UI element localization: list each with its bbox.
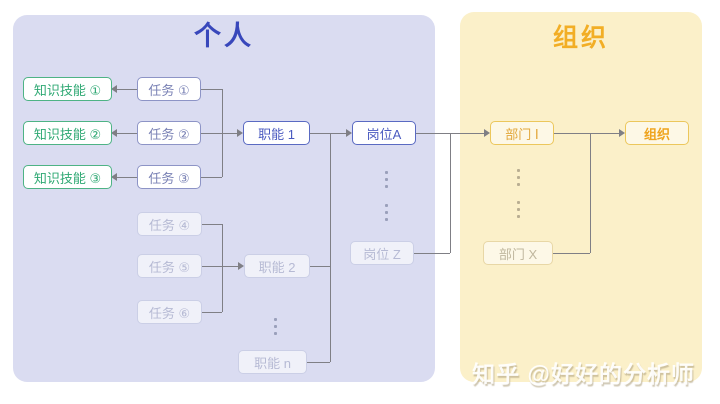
connector-line [330,133,331,362]
connector-line [310,266,330,267]
node-position-a: 岗位A [352,121,416,145]
node-skill-2: 知识技能 ② [23,121,112,145]
vertical-ellipsis-icon [274,318,277,335]
node-function-2: 职能 2 [244,254,310,278]
connector-line [553,253,590,254]
node-task-1: 任务 ① [137,77,201,101]
node-department-1: 部门 Ⅰ [490,121,554,145]
connector-line [414,253,450,254]
node-skill-3: 知识技能 ③ [23,165,112,189]
arrowhead-left-icon [111,173,117,181]
node-department-x: 部门 X [483,241,553,265]
personal-panel [13,15,435,382]
personal-panel-title: 个人 [194,21,254,51]
vertical-ellipsis-icon [385,171,388,188]
node-task-4: 任务 ④ [137,212,202,236]
connector-line [202,312,222,313]
node-position-z: 岗位 Z [350,241,414,265]
arrowhead-right-icon [619,129,625,137]
vertical-ellipsis-icon [517,201,520,218]
node-task-6: 任务 ⑥ [137,300,202,324]
arrowhead-right-icon [238,262,244,270]
node-function-n: 职能 n [238,350,307,374]
organization-panel-title: 组织 [552,24,609,52]
vertical-ellipsis-icon [517,169,520,186]
connector-line [113,89,137,90]
node-task-2: 任务 ② [137,121,201,145]
connector-line [554,133,619,134]
node-function-1: 职能 1 [243,121,310,145]
node-skill-1: 知识技能 ① [23,77,112,101]
connector-line [201,89,222,90]
connector-line [450,133,451,253]
connector-line [222,224,223,312]
zhihu-watermark: 知乎 @好好的分析师 [472,361,695,387]
connector-line [113,133,137,134]
vertical-ellipsis-icon [385,204,388,221]
connector-line [590,133,591,253]
connector-line [310,133,346,134]
connector-line [202,224,222,225]
arrowhead-left-icon [111,85,117,93]
connector-line [307,362,330,363]
organization-panel [460,12,702,382]
node-task-3: 任务 ③ [137,165,201,189]
connector-line [113,177,137,178]
arrowhead-right-icon [346,129,352,137]
arrowhead-right-icon [237,129,243,137]
node-organization: 组织 [625,121,689,145]
node-task-5: 任务 ⑤ [137,254,202,278]
arrowhead-left-icon [111,129,117,137]
connector-line [201,177,222,178]
connector-line [201,133,237,134]
connector-line [202,266,238,267]
arrowhead-right-icon [484,129,490,137]
